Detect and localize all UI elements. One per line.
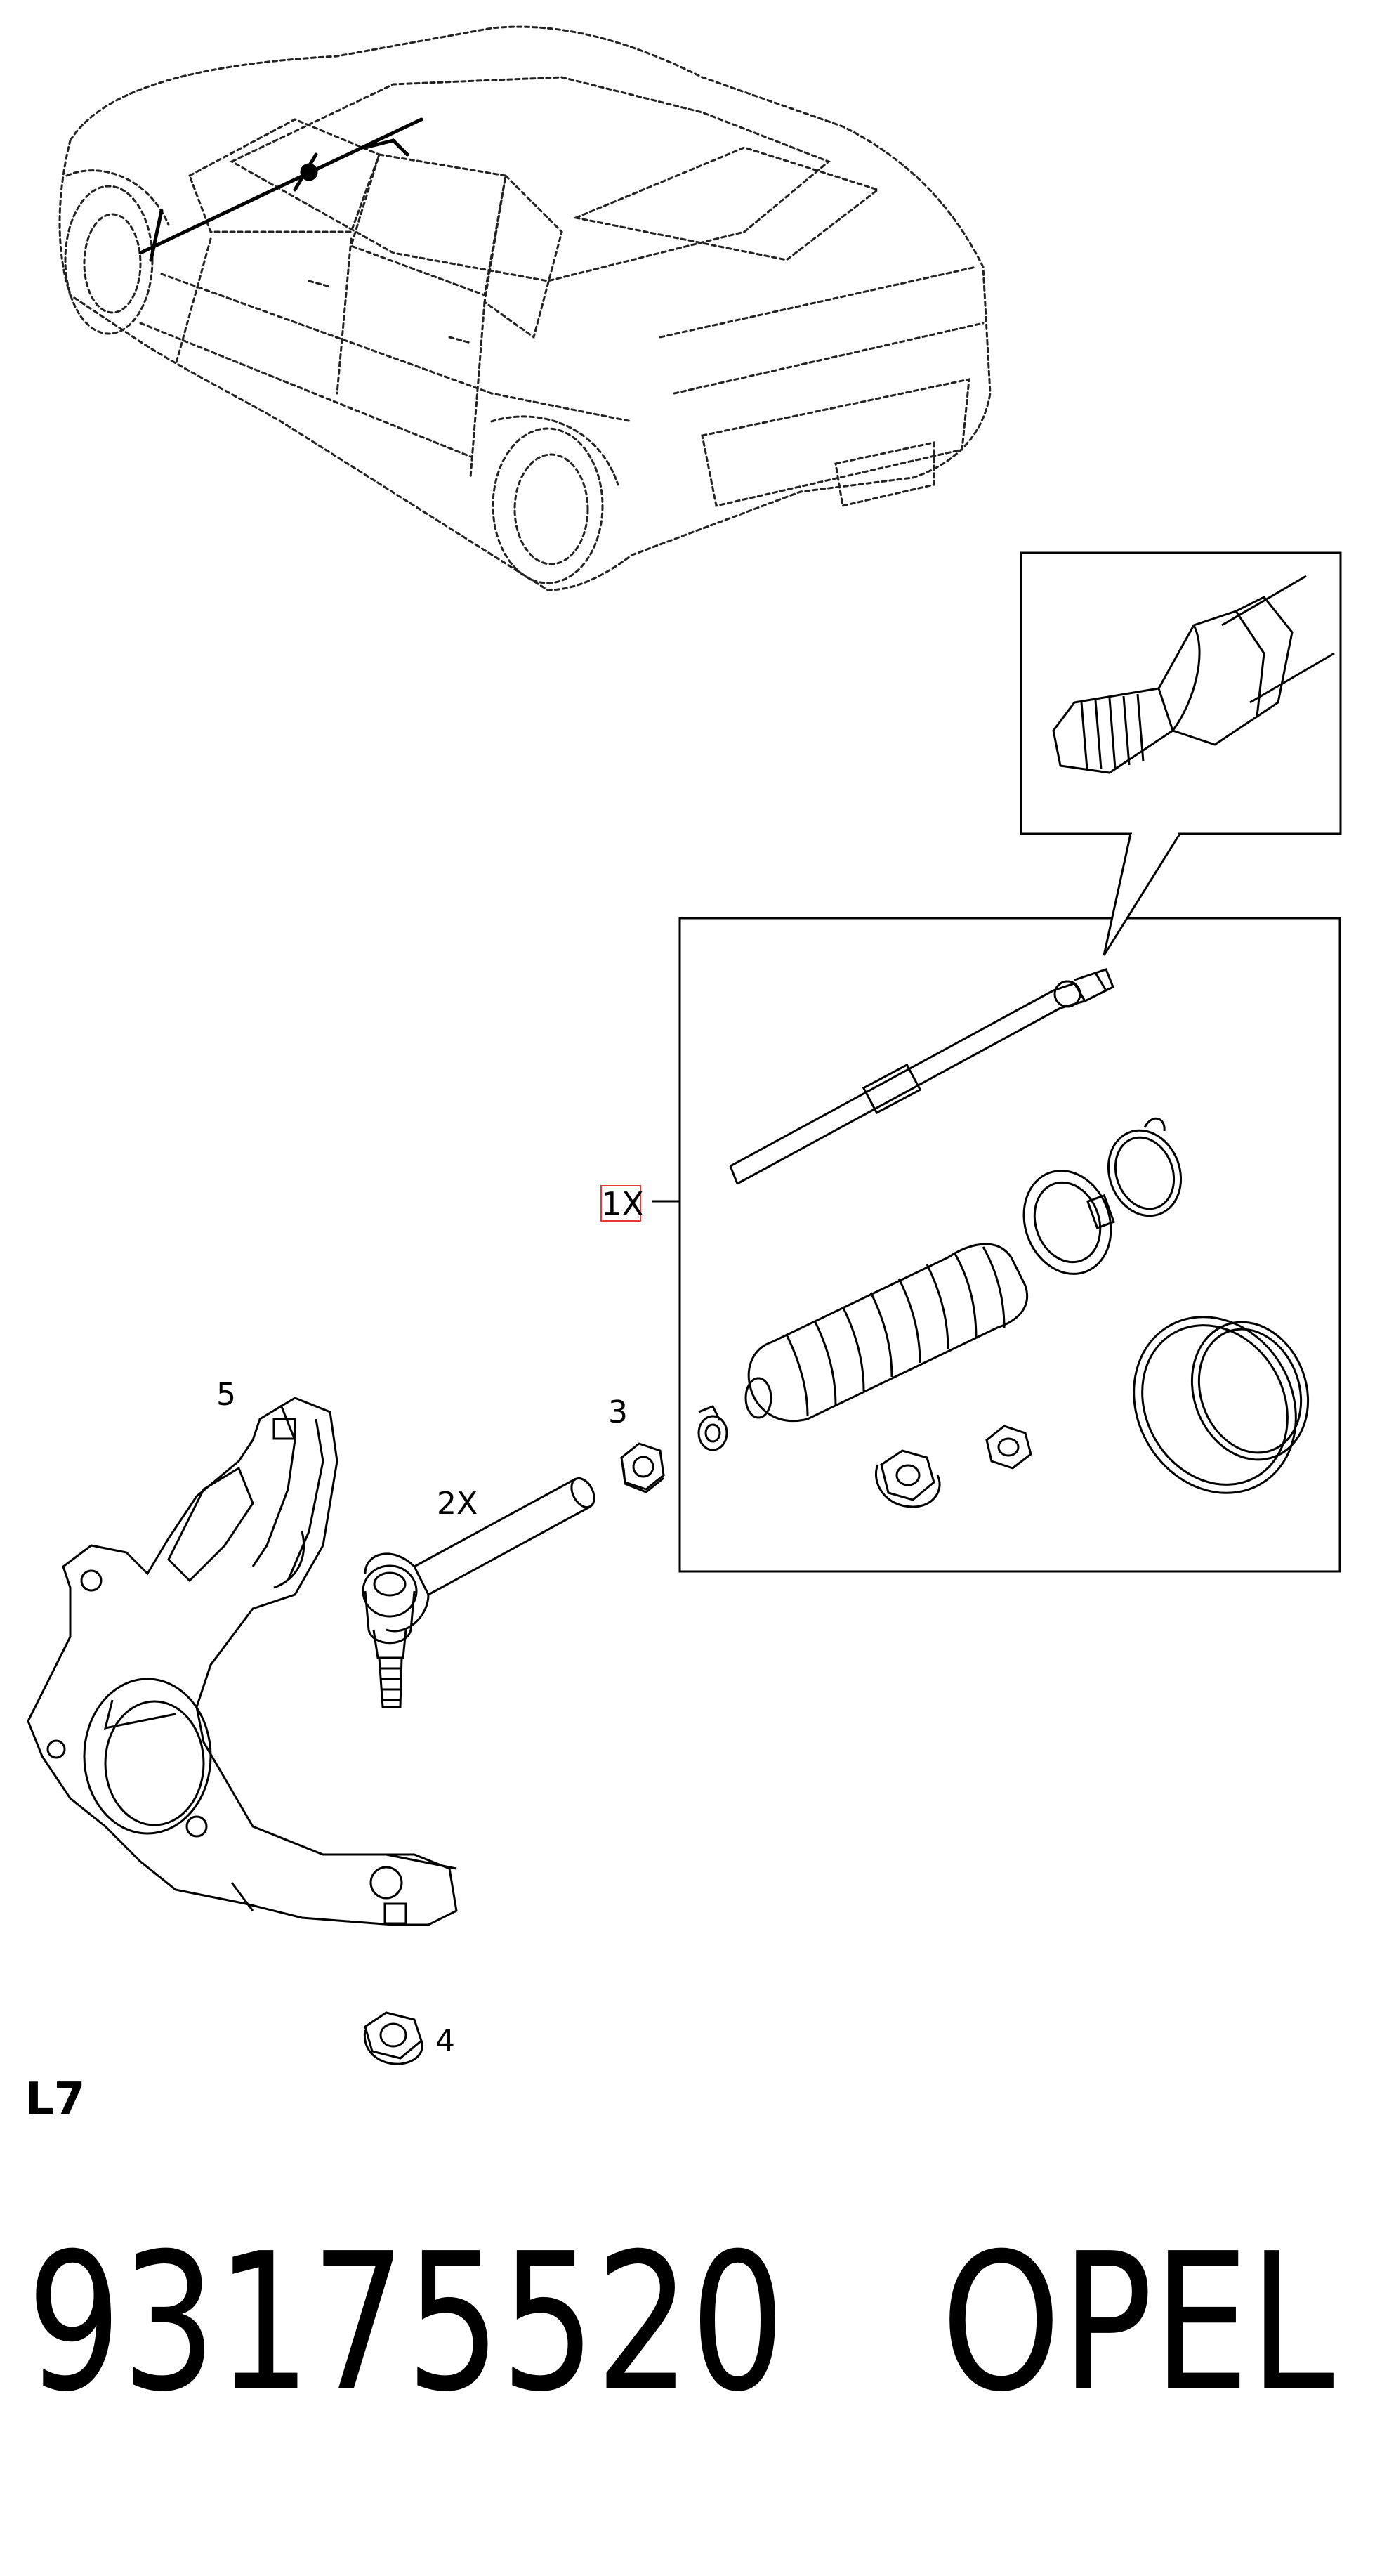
diagram-code: L7 — [25, 2074, 85, 2126]
callout-2x: 2X — [437, 1486, 478, 1522]
part-number: 93175520 — [27, 2212, 785, 2433]
callout-5: 5 — [216, 1377, 236, 1413]
kit-box — [678, 551, 1342, 1573]
outer-tie-rod-end — [362, 1477, 595, 1708]
small-clamp — [697, 1405, 728, 1451]
clamp-rings — [1022, 1118, 1183, 1275]
brand-name: OPEL — [941, 2212, 1335, 2433]
kit-nuts — [874, 1425, 1032, 1508]
callout-3: 3 — [608, 1394, 628, 1430]
nut-4 — [363, 2011, 423, 2065]
callout-1x-label: 1X — [601, 1185, 644, 1223]
rubber-boot — [744, 1243, 1029, 1423]
steering-knuckle — [27, 1397, 458, 1926]
inner-tie-rod — [729, 968, 1114, 1185]
car-illustration — [58, 25, 992, 591]
steering-rack-location — [138, 117, 423, 262]
detail-inset — [1020, 551, 1342, 956]
callout-1x: 1X — [600, 1185, 680, 1223]
callout-4: 4 — [435, 2023, 455, 2059]
nut-3 — [620, 1442, 665, 1493]
large-ring — [1133, 1316, 1310, 1494]
